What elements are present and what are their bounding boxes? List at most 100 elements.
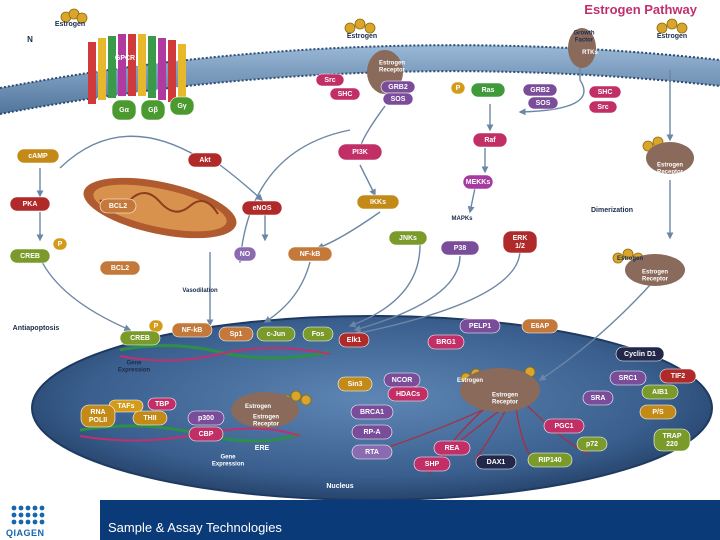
node-brca1-label: BRCA1: [360, 409, 384, 416]
node-p1-label: P: [456, 85, 461, 92]
node-grb2-r-shape: [522, 83, 558, 97]
node-enos-shape: [241, 200, 283, 216]
node-ras-shape: [470, 82, 506, 98]
node-sos-r-shape: [527, 96, 559, 110]
node-camp-label: cAMP: [28, 153, 48, 160]
node-nfkb-nuc-label: NF-kB: [182, 327, 203, 334]
node-pka-label: PKA: [23, 201, 38, 208]
node-aib1-shape: [641, 384, 679, 400]
node-raf-label: Raf: [484, 137, 496, 144]
node-src1-label: SRC1: [619, 375, 638, 382]
node-hdacs-shape: [387, 386, 429, 402]
node-p3-label: P: [154, 323, 159, 330]
node-nucleus-label: Nucleus: [326, 483, 353, 490]
node-akt-shape: [187, 152, 223, 168]
node-p-s-shape: [639, 404, 677, 420]
node-dax1-shape: [475, 454, 517, 470]
node-shp-shape: [413, 456, 451, 472]
node-shc-l-label: SHC: [338, 91, 353, 98]
node-dimerization-label: Dimerization: [591, 207, 633, 214]
node-tbp-label: TBP: [155, 401, 169, 408]
node-ikks-label: IKKs: [370, 199, 386, 206]
node-estrogen-nuc-label: Estrogen: [457, 378, 483, 384]
node-brg1-shape: [427, 334, 465, 350]
node-pgc1-shape: [543, 418, 585, 434]
node-src-r-label: Src: [597, 104, 608, 111]
node-bcl2-m-label: BCL2: [109, 203, 127, 210]
node-cjun-label: c-Jun: [267, 331, 286, 338]
footer-bar: [0, 500, 720, 540]
node-sin3-shape: [337, 376, 373, 392]
node-nfkb-nuc-shape: [171, 322, 213, 338]
node-thii-shape: [132, 410, 168, 426]
logo-panel: [0, 500, 100, 540]
node-sos-r-label: SOS: [536, 100, 551, 107]
node-shp-label: SHP: [425, 461, 440, 468]
node-pka-shape: [9, 196, 51, 212]
node-bcl2-m-shape: [99, 198, 137, 214]
node-rta-label: RTA: [365, 449, 379, 456]
node-cbp-shape: [188, 426, 224, 442]
node-aib1-label: AIB1: [652, 389, 668, 396]
node-enos-label: eNOS: [252, 205, 271, 212]
node-jnks-shape: [388, 230, 428, 246]
node-pelp1-label: PELP1: [469, 323, 491, 330]
node-p1-shape: [450, 81, 466, 95]
node-tafs-label: TAFs: [118, 403, 135, 410]
node-g-beta-shape: [140, 99, 166, 121]
node-rea-shape: [433, 440, 471, 456]
node-sin3-label: Sin3: [348, 381, 363, 388]
node-akt-label: Akt: [199, 157, 211, 164]
node-rtks-label: RTKs: [582, 50, 598, 56]
node-shc-r-shape: [588, 85, 622, 99]
node-pi3k-shape: [337, 143, 383, 161]
node-sos-l-shape: [382, 92, 414, 106]
node-estrogen-tr-label: Estrogen: [657, 33, 687, 40]
gpcr-receptor: [88, 34, 186, 106]
node-p300-shape: [187, 410, 225, 426]
node-thii-label: THII: [143, 415, 156, 422]
node-estrogen-top-label: Estrogen: [347, 33, 377, 40]
qiagen-logo-dots: [11, 505, 45, 525]
node-mapks-label: MAPKs: [451, 216, 473, 222]
node-ikks-shape: [356, 194, 400, 210]
node-erk-shape: [502, 230, 538, 254]
node-elk1-shape: [338, 332, 370, 348]
node-src-r-shape: [588, 100, 618, 114]
node-g-gamma-label: Gγ: [177, 103, 186, 110]
node-shc-l-shape: [329, 87, 361, 101]
footer-tagline: Sample & Assay Technologies: [108, 520, 282, 535]
node-shc-r-label: SHC: [598, 89, 613, 96]
node-rpa-shape: [351, 424, 393, 440]
node-nfkb-cyt-shape: [287, 246, 333, 262]
node-cjun-shape: [256, 326, 296, 342]
node-cyclin-d1-shape: [615, 346, 665, 362]
node-ncor-label: NCOR: [392, 377, 413, 384]
node-p300-label: p300: [198, 415, 214, 422]
node-g-alpha-shape: [111, 99, 137, 121]
node-bcl2-cyt-label: BCL2: [111, 265, 129, 272]
node-e6ap-label: E6AP: [531, 323, 550, 330]
node-rpa-label: RP-A: [363, 429, 380, 436]
node-src-l-label: Src: [324, 77, 335, 84]
node-sp1-label: Sp1: [230, 331, 243, 338]
node-ras-label: Ras: [482, 87, 495, 94]
node-src-l-shape: [315, 73, 345, 87]
node-sra-label: SRA: [591, 395, 606, 402]
node-mekks-label: MEKKs: [466, 179, 491, 186]
node-jnks-label: JNKs: [399, 235, 417, 242]
node-estrogen-gene-label: Estrogen: [245, 404, 271, 410]
node-rea-label: REA: [445, 445, 460, 452]
node-antiapoptosis-label: Antiapoptosis: [13, 325, 60, 332]
pathway-nodes: [9, 73, 697, 472]
node-fos-shape: [302, 326, 334, 342]
node-elk1-label: Elk1: [347, 337, 362, 344]
node-sp1-shape: [218, 326, 254, 342]
node-p2-label: P: [58, 241, 63, 248]
node-sos-l-label: SOS: [391, 96, 406, 103]
